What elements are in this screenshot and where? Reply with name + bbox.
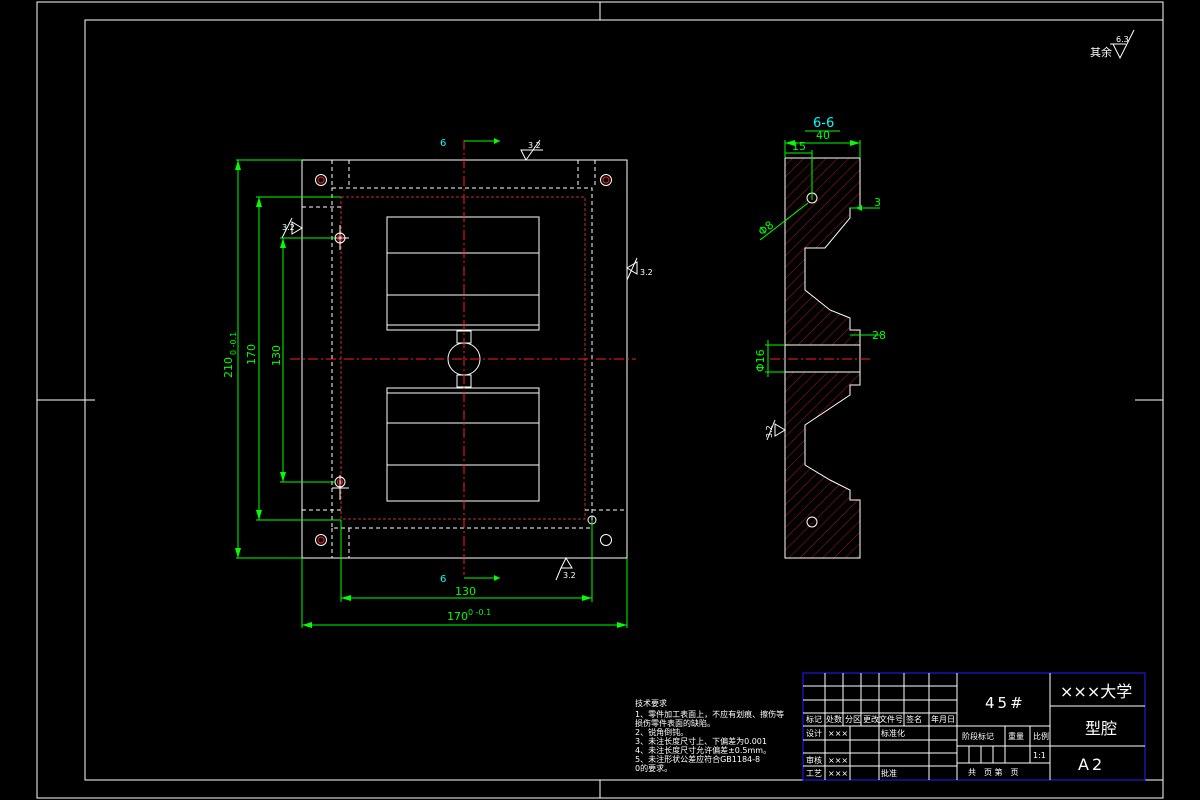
roughness-other-label: 其余 xyxy=(1090,45,1112,59)
tb-h-zone: 分区 xyxy=(845,715,861,724)
dim-width-130-value: 130 xyxy=(455,585,476,598)
section-upper-body xyxy=(784,157,861,346)
roughness-left-value: 3.2 xyxy=(282,223,295,232)
tb-standard-label: 标准化 xyxy=(881,728,905,738)
tb-design-name: ××× xyxy=(828,729,848,738)
section-dim-28: 28 xyxy=(872,329,886,342)
tech-note-line: 4、未注长度尺寸允许偏差±0.5mm。 xyxy=(635,745,771,755)
dim-height-130-value: 130 xyxy=(270,345,283,366)
tb-material: 45# xyxy=(985,694,1026,712)
section-mark-bottom-label: 6 xyxy=(440,574,446,585)
tech-note-line: 5、未注形状公差应符合GB1184-8 xyxy=(635,754,760,764)
tech-note-line: 1、零件加工表面上，不应有划痕、擦伤等 xyxy=(635,709,784,719)
tech-notes-title: 技术要求 xyxy=(635,698,667,708)
dim-height-170: 170 xyxy=(245,196,341,521)
section-mark-bottom: 6 xyxy=(440,574,500,585)
tech-note-line: 0的要求。 xyxy=(635,763,672,773)
section-roughness-left: 3.2 xyxy=(765,425,774,438)
dim-width-130: 130 xyxy=(340,520,593,602)
tb-school: ×××大学 xyxy=(1060,682,1132,701)
tb-h-sign: 签名 xyxy=(906,714,922,724)
section-dim-3: 3 xyxy=(874,196,881,209)
front-view: 6 6 3.2 3.2 3.2 3.2 xyxy=(222,138,653,628)
roughness-right-value: 3.2 xyxy=(640,268,653,277)
dim-width-overall: 170 0 -0.1 xyxy=(301,558,628,628)
roughness-top: 3.2 xyxy=(520,139,543,161)
tb-stage-label: 阶段标记 xyxy=(962,731,994,741)
tech-note-line: 3、未注长度尺寸上、下偏差为0.001 xyxy=(635,736,767,746)
roughness-other-symbol: 其余 6.3 xyxy=(1090,29,1135,60)
dim-height-170-value: 170 xyxy=(245,344,258,365)
title-block: 标记 处数 分区 更改文件号 签名 年月日 设计 ××× 标准化 审核 ××× … xyxy=(802,672,1146,781)
cavity-lower xyxy=(386,387,540,502)
roughness-bottom-value: 3.2 xyxy=(563,571,576,580)
section-dim-15: 15 xyxy=(792,140,806,153)
tech-notes: 技术要求 1、零件加工表面上，不应有划痕、擦伤等 损伤零件表面的缺陷。 2、锐角… xyxy=(635,698,784,773)
roughness-left: 3.2 xyxy=(281,217,303,239)
roughness-top-value: 3.2 xyxy=(528,141,541,150)
section-mark-top: 6 xyxy=(440,138,500,149)
dim-width-overall-tol: 0 -0.1 xyxy=(468,608,491,617)
section-dim-width: 40 xyxy=(816,129,830,142)
section-lower-body xyxy=(784,371,861,559)
cavity-upper xyxy=(386,216,540,331)
roughness-right: 3.2 xyxy=(626,257,653,281)
tb-scale-value: 1:1 xyxy=(1033,751,1046,760)
tb-h-doc: 更改文件号 xyxy=(863,714,903,724)
dim-height-overall-tol: 0 -0.1 xyxy=(229,332,238,355)
guide-slots xyxy=(302,160,627,558)
tb-h-mark: 标记 xyxy=(806,714,822,724)
corner-holes xyxy=(315,174,612,546)
dim-height-130: 130 xyxy=(270,237,335,483)
tb-check-label: 审核 xyxy=(806,755,822,765)
tb-process-label: 工艺 xyxy=(806,769,822,778)
dim-height-overall: 210 0 -0.1 xyxy=(222,159,302,559)
section-view-title: 6-6 xyxy=(813,116,834,131)
tb-process-name: ××× xyxy=(828,769,848,778)
tb-h-date: 年月日 xyxy=(931,714,955,724)
tb-design-label: 设计 xyxy=(806,728,822,738)
roughness-bottom: 3.2 xyxy=(555,556,576,581)
tb-sheets-label: 共 页 第 页 xyxy=(968,767,1019,777)
section-mark-top-label: 6 xyxy=(440,138,446,149)
dim-width-overall-value: 170 xyxy=(447,610,468,623)
hidden-frame xyxy=(340,196,586,520)
tb-h-count: 处数 xyxy=(826,714,842,724)
sheet-frame xyxy=(36,1,1164,799)
dim-height-overall-value: 210 xyxy=(222,357,235,378)
roughness-other-value: 6.3 xyxy=(1116,35,1129,44)
section-view: 6-6 40 15 3 28 Φ8 Φ16 3.2 xyxy=(754,116,886,559)
tb-drawing-no: A2 xyxy=(1078,755,1105,774)
tb-check-name: ××× xyxy=(828,756,848,765)
section-dim-phi16: Φ16 xyxy=(754,349,767,372)
tech-note-line: 损伤零件表面的缺陷。 xyxy=(635,718,715,728)
section-dim-phi8: Φ8 xyxy=(756,218,776,238)
tb-part-name: 型腔 xyxy=(1085,719,1117,738)
tb-weight-label: 重量 xyxy=(1008,731,1024,741)
tech-note-line: 2、锐角倒钝。 xyxy=(635,727,688,737)
tb-approve-label: 批准 xyxy=(881,768,897,778)
tb-scale-label: 比例 xyxy=(1033,731,1049,741)
